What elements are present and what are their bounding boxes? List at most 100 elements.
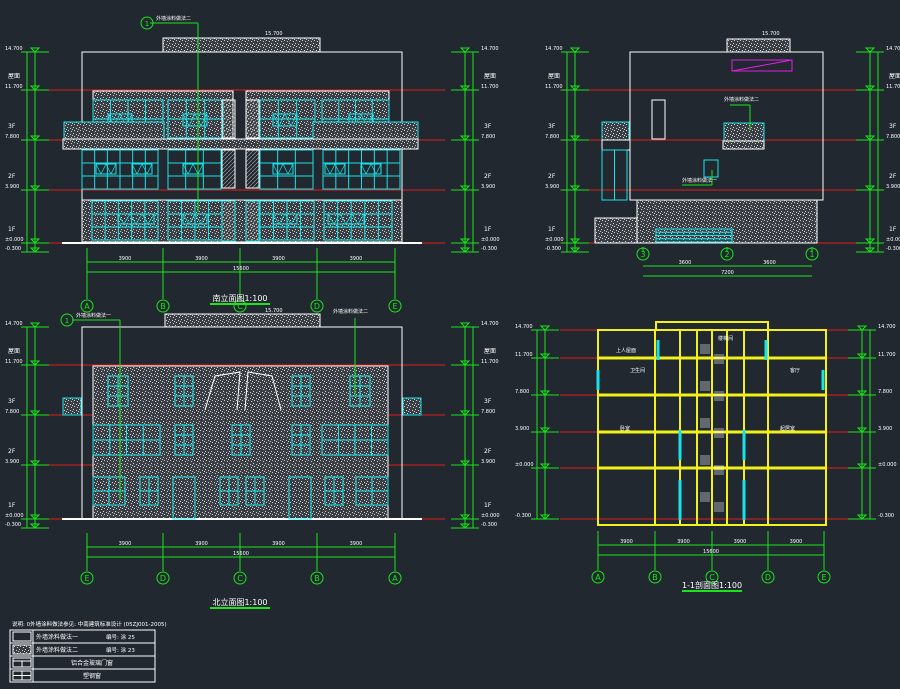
north-elevation: 14.70011.700屋面7.8003F3.9002F±0.0001F-0.3… xyxy=(5,308,500,609)
axis-bubble xyxy=(817,570,831,584)
level-triangle-icon xyxy=(29,322,41,328)
window xyxy=(323,200,393,241)
level-value: 3.900 xyxy=(886,184,900,190)
level-value: 3.900 xyxy=(878,426,892,432)
window-fan-line xyxy=(272,213,280,225)
legend-label: 塑钢窗 xyxy=(83,672,101,680)
level-triangle-icon xyxy=(569,185,581,191)
level-value: 3.900 xyxy=(481,459,495,465)
level-triangle-icon xyxy=(569,135,581,141)
window-fan-line xyxy=(333,213,341,225)
window-fan xyxy=(324,163,346,175)
axis-label: C xyxy=(237,574,243,583)
window-fan-line xyxy=(188,113,196,127)
level-triangle-icon xyxy=(29,185,41,191)
level-value: 11.700 xyxy=(878,352,896,358)
window-fan-line xyxy=(146,163,153,175)
window-fan-line xyxy=(188,213,196,225)
window-fan-line xyxy=(194,213,202,225)
axis-label: B xyxy=(160,302,166,311)
level-triangle-icon xyxy=(539,427,551,433)
floor-label: 屋面 xyxy=(8,73,20,80)
level-triangle-icon xyxy=(864,185,876,191)
window-fan-line xyxy=(110,163,117,175)
level-value: 11.700 xyxy=(5,359,23,365)
window-fan xyxy=(272,163,294,175)
floor-label: 3F xyxy=(889,123,897,130)
level-value: ±0.000 xyxy=(545,237,564,243)
level-value: 7.800 xyxy=(481,409,495,415)
window-fan-line xyxy=(360,163,367,175)
window-fan-line xyxy=(365,163,372,175)
section-1-1: 上人屋面卫生间楼梯间卧室客厅起居室14.70011.7007.8003.900±… xyxy=(515,321,897,592)
floor-label: 屋面 xyxy=(889,73,900,80)
callout-note: 外墙涂料做法一 xyxy=(76,312,111,319)
level-value: 3.900 xyxy=(5,459,19,465)
level-value: -0.300 xyxy=(545,246,561,252)
window-fan xyxy=(95,163,117,175)
feature-window xyxy=(204,371,241,411)
dimension-value: 3900 xyxy=(620,539,633,545)
level-value: -0.300 xyxy=(5,522,21,528)
axis-bubble xyxy=(636,247,650,261)
balcony-slab xyxy=(722,140,765,150)
axis-bubble xyxy=(156,299,170,313)
axis-bubble xyxy=(648,570,662,584)
floor-label: 3F xyxy=(8,123,16,130)
dimension-value: 3900 xyxy=(734,539,747,545)
axis-label: A xyxy=(84,302,90,311)
axis-label: D xyxy=(314,302,320,311)
level-triangle-icon xyxy=(856,325,868,331)
axis-label: C xyxy=(237,302,243,311)
base-wall xyxy=(636,199,818,244)
window-fan-line xyxy=(290,213,298,225)
entry-door xyxy=(245,200,260,242)
level-triangle-icon xyxy=(569,85,581,91)
drawing-title: 1-1剖面图1:100 xyxy=(682,580,742,590)
level-triangle-icon xyxy=(29,47,41,53)
total-dimension-value: 15600 xyxy=(703,549,719,555)
window-fan-line xyxy=(200,213,208,225)
room-label: 客厅 xyxy=(790,367,800,374)
level-value: 3.900 xyxy=(481,184,495,190)
room-label: 楼梯间 xyxy=(718,335,733,342)
level-triangle-icon xyxy=(459,238,471,244)
level-value: -0.300 xyxy=(481,522,497,528)
window-fan-line xyxy=(339,213,347,225)
south-elevation: 14.70011.700屋面7.8003F3.9002F±0.0001F-0.3… xyxy=(5,15,500,313)
side-elevation: 外墙涂料做法二外墙涂料做法一15.70014.70011.700屋面7.8003… xyxy=(545,31,900,277)
window-fan-line xyxy=(357,213,365,225)
level-value: ±0.000 xyxy=(886,237,900,243)
legend-heading: 说明: 0外墙涂料做法参见: 中南建筑标准设计 (05ZJ001-2005) xyxy=(12,620,167,628)
level-value: -0.300 xyxy=(886,246,900,252)
legend-label: 外墙涂料做法二 xyxy=(36,646,78,654)
dimension-value: 3600 xyxy=(763,260,776,266)
legend-code: 编号: 涂 25 xyxy=(106,633,135,641)
window-fan-line xyxy=(278,213,286,225)
window-fan-line xyxy=(136,163,143,175)
window-fan-line xyxy=(339,163,346,175)
window-fan-line xyxy=(284,113,292,127)
window-fan-line xyxy=(272,113,280,127)
level-value: 3.900 xyxy=(515,426,529,432)
dimension-value: 3600 xyxy=(679,260,692,266)
axis-bubble xyxy=(156,571,170,585)
legend-swatch xyxy=(12,644,32,655)
roof-parapet xyxy=(162,37,321,53)
axis-label: B xyxy=(314,574,320,583)
level-value: 14.700 xyxy=(886,46,900,52)
level-value: 3.900 xyxy=(545,184,559,190)
window-fan-line xyxy=(290,113,298,127)
floor-label: 屋面 xyxy=(484,348,496,355)
drawing-title: 北立面图1:100 xyxy=(212,597,267,607)
level-triangle-icon xyxy=(29,460,41,466)
level-value: 7.800 xyxy=(5,409,19,415)
window-fan-line xyxy=(117,213,125,225)
window-fan-line xyxy=(278,113,286,127)
level-triangle-icon xyxy=(459,460,471,466)
level-triangle-icon xyxy=(29,238,41,244)
floor-label: 屋面 xyxy=(484,73,496,80)
axis-bubble xyxy=(388,571,402,585)
window-fan-line xyxy=(105,163,112,175)
level-triangle-icon xyxy=(459,135,471,141)
